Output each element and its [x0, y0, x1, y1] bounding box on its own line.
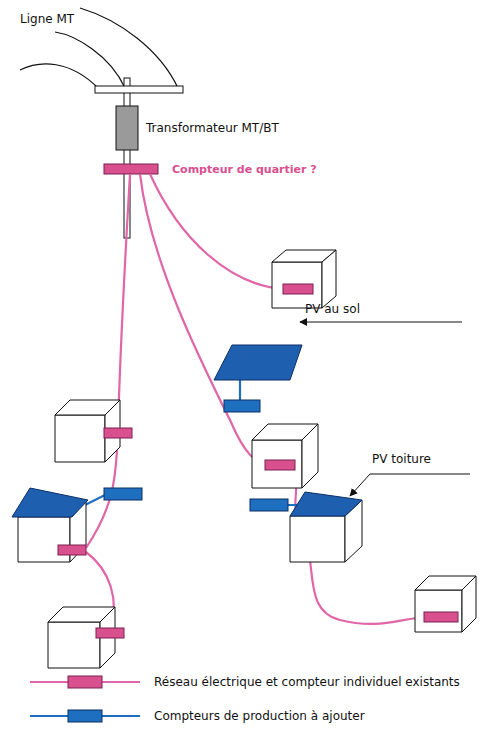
house — [18, 250, 476, 668]
legend-text: Réseau électrique et compteur individuel… — [154, 675, 460, 689]
pole — [95, 78, 183, 238]
legend-meter — [68, 710, 102, 722]
legend-item: Réseau électrique et compteur individuel… — [30, 674, 460, 690]
legend-text: Compteurs de production à ajouter — [154, 709, 365, 723]
legend-meter — [68, 676, 102, 688]
lv-wire — [86, 174, 428, 632]
label: PV au sol — [305, 302, 360, 316]
legend-sample — [30, 674, 140, 690]
leader-line — [300, 322, 470, 496]
label: Ligne MT — [20, 12, 74, 26]
label: PV toiture — [372, 452, 431, 466]
mt-line — [20, 8, 178, 88]
production-meter — [104, 400, 288, 511]
individual-meter — [58, 284, 458, 638]
legend-sample — [30, 708, 140, 724]
label: Transformateur MT/BT — [146, 121, 279, 135]
label: Compteur de quartier ? — [172, 163, 317, 176]
pv-panel — [12, 345, 362, 517]
legend-item: Compteurs de production à ajouter — [30, 708, 365, 724]
district-meter — [104, 164, 158, 174]
transformer — [116, 106, 138, 150]
